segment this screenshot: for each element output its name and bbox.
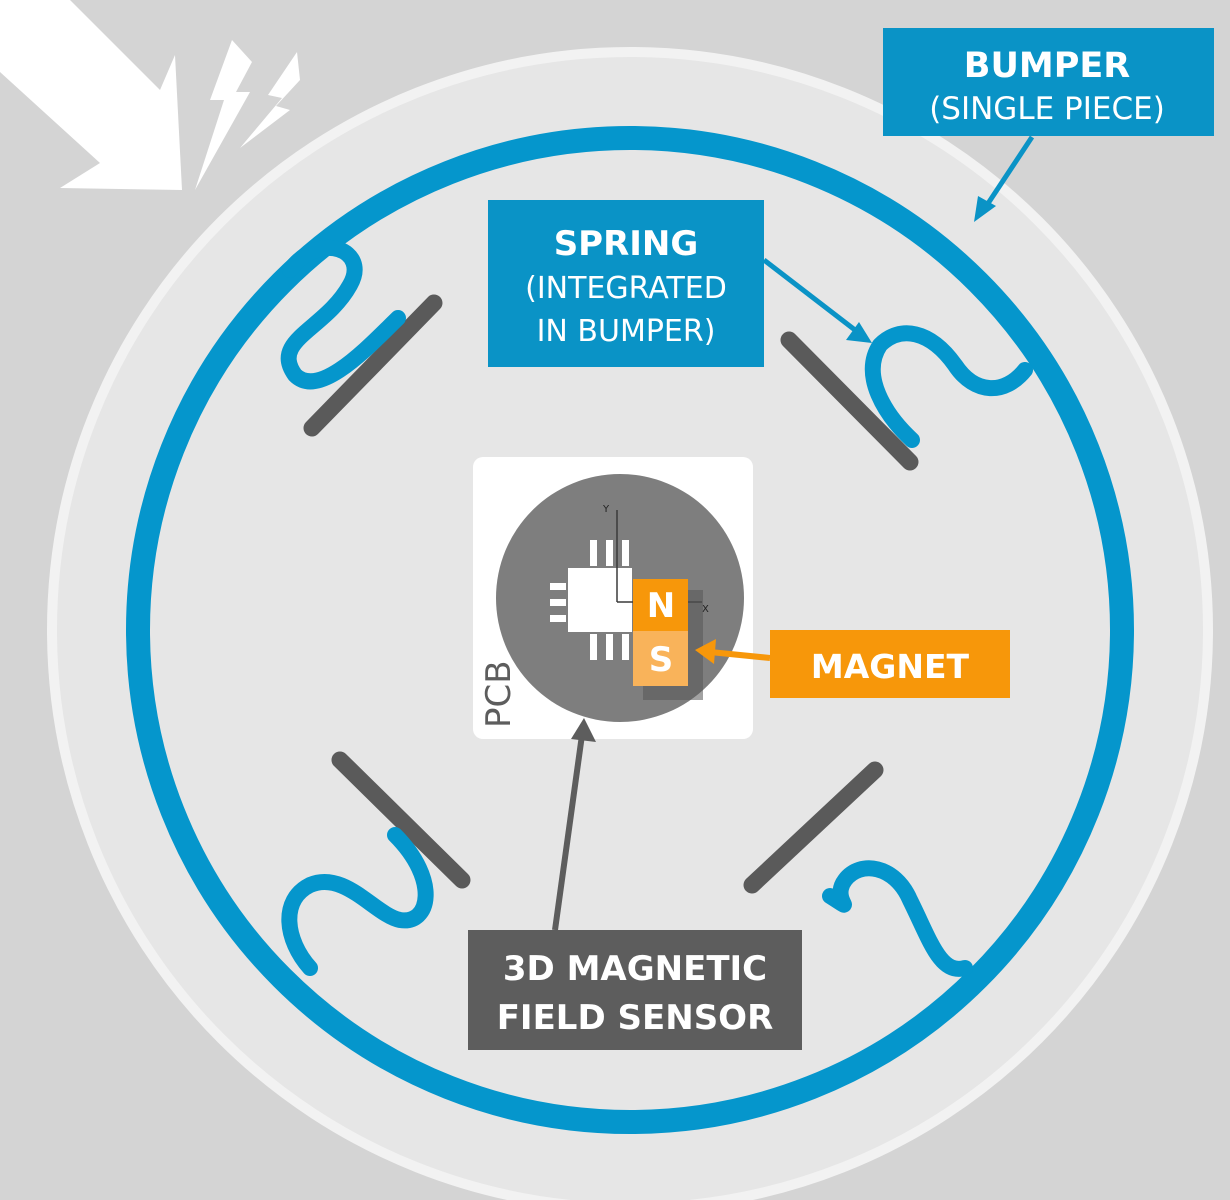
magnet-south	[633, 631, 688, 686]
plunger-top-left	[303, 294, 443, 437]
plunger-bottom-left	[331, 751, 471, 889]
bumper-arrowhead-icon	[974, 196, 996, 222]
sensor-line-2: FIELD SENSOR	[497, 998, 774, 1038]
plunger-bottom-right	[743, 761, 884, 894]
sensor-line-1: 3D MAGNETIC	[503, 949, 767, 989]
sensor-label-box	[468, 930, 802, 1050]
spring-top-left	[280, 239, 406, 390]
magnet-label-box	[770, 630, 1010, 698]
magnet-south-label: S	[649, 640, 674, 680]
pcb-label: PCB	[479, 660, 519, 728]
axis-x-label: X	[702, 604, 709, 615]
spring-bottom-right	[822, 860, 973, 977]
bumper-ring	[126, 126, 1134, 1134]
axis-y-label: Y	[602, 504, 610, 515]
magnet-north	[633, 579, 688, 631]
sensor-arrowhead-icon	[571, 718, 596, 742]
spring-arrowhead-icon	[846, 322, 872, 343]
spring-bottom-left	[281, 827, 434, 976]
magnet-north-label: N	[647, 586, 675, 626]
plungers	[303, 294, 919, 894]
bumper-title: BUMPER	[964, 46, 1130, 86]
spring-title: SPRING	[554, 224, 699, 264]
sensor-leader-line	[552, 734, 585, 931]
plunger-top-right	[780, 331, 919, 471]
magnet-arrowhead-icon	[695, 639, 716, 664]
impact-arrow-icon	[0, 0, 182, 190]
magnet-leader-line	[709, 649, 771, 661]
spring-subtitle-1: (INTEGRATED	[525, 271, 727, 306]
outer-disc-rim	[47, 47, 1213, 1200]
bumper-leader-line	[982, 135, 1035, 210]
lightning-icon	[195, 40, 252, 190]
springs	[280, 239, 1033, 977]
spring-subtitle-2: IN BUMPER)	[537, 314, 716, 349]
bumper-subtitle: (SINGLE PIECE)	[929, 91, 1165, 127]
spring-leader-line	[762, 258, 857, 332]
spring-top-right	[864, 325, 1033, 448]
bumper-label-box	[883, 28, 1214, 136]
spring-label-box	[488, 200, 764, 367]
lightning-icon-2	[240, 52, 300, 148]
magnet-label: MAGNET	[811, 647, 970, 686]
chip-icon	[550, 540, 632, 660]
